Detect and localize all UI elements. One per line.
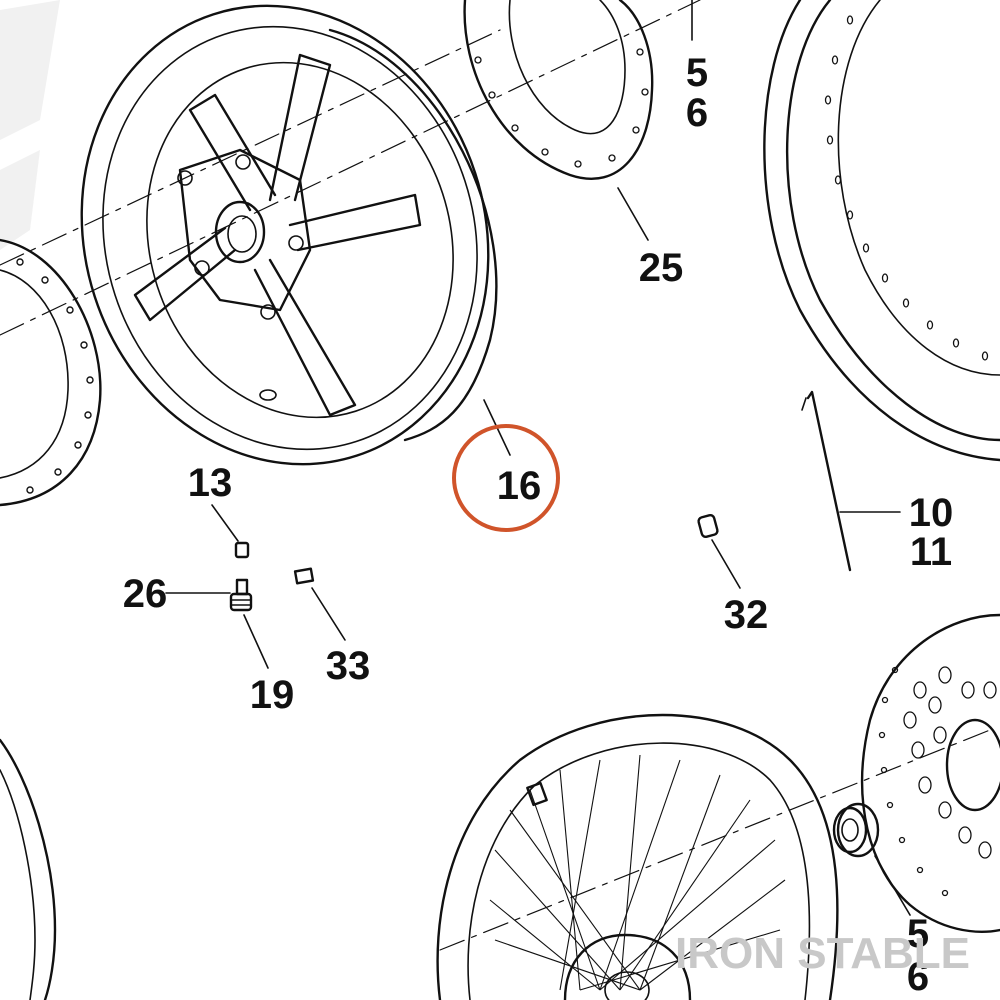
wheel-bearing: [832, 802, 880, 858]
spoke: [801, 390, 852, 572]
callout-32[interactable]: 32: [724, 593, 769, 637]
spoked-wheel: [436, 713, 839, 1000]
wheel-spokes-wire: [489, 754, 786, 991]
highlight-circle: [452, 424, 560, 532]
brake-rotor-lower: [860, 613, 1000, 933]
callout-25[interactable]: 25: [639, 246, 684, 290]
valve-cap: [234, 541, 250, 559]
axis-lines: [0, 0, 991, 951]
callout-6-bottom[interactable]: 6: [907, 955, 929, 999]
callout-5-top[interactable]: 5: [686, 51, 708, 95]
callout-26[interactable]: 26: [123, 572, 168, 616]
valve-stem: [229, 578, 253, 612]
callout-11[interactable]: 11: [910, 530, 952, 574]
tire-lower-left: [0, 738, 57, 1000]
tire-upper-right: [763, 0, 1000, 462]
wheel-hub: [177, 148, 312, 401]
callout-6-top[interactable]: 6: [686, 91, 708, 135]
spoke-nipple: [697, 513, 719, 539]
callout-16[interactable]: 16: [497, 464, 542, 508]
callout-13[interactable]: 13: [188, 461, 233, 505]
callout-33[interactable]: 33: [326, 644, 371, 688]
callout-labels: 5 6 25 16 10 11 13 26 19 33 32 5 6: [123, 51, 954, 999]
callout-10[interactable]: 10: [909, 491, 954, 535]
brake-rotor-upper: [463, 0, 654, 181]
callout-5-bottom[interactable]: 5: [907, 912, 929, 956]
background-watermark-shapes: [0, 0, 60, 250]
cast-wheel: [80, 4, 498, 466]
watermark-text: IRON STABLE: [675, 929, 970, 978]
leader-lines: [165, 0, 911, 916]
valve-washer: [293, 567, 315, 585]
brake-rotor-left: [0, 238, 102, 507]
callout-19[interactable]: 19: [250, 673, 295, 717]
wheel-spokes: [133, 53, 422, 417]
